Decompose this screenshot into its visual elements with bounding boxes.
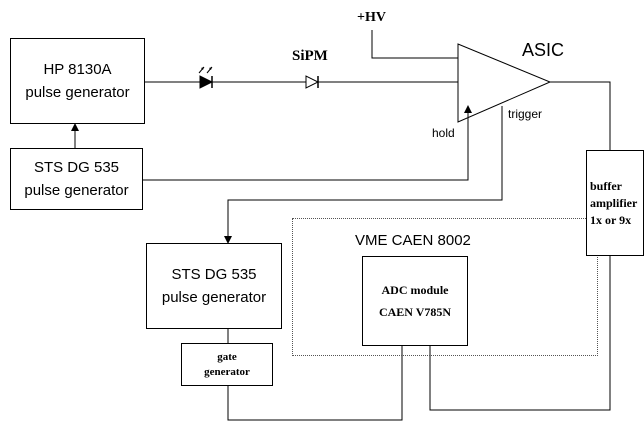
hp-pulse-generator-box: HP 8130A pulse generator bbox=[10, 38, 145, 124]
asic-amplifier-icon bbox=[457, 43, 552, 123]
gate-generator-line-1: gate bbox=[217, 350, 237, 363]
wire-hv-to-asic bbox=[371, 30, 458, 59]
adc-module-line-2: CAEN V785N bbox=[378, 305, 452, 319]
sts-top-line-2: pulse generator bbox=[24, 182, 129, 199]
sts-top-line-1: STS DG 535 bbox=[33, 159, 120, 176]
sts-pulse-generator-bottom-box: STS DG 535 pulse generator bbox=[146, 243, 282, 329]
buffer-amplifier-line-3: 1x or 9x bbox=[590, 212, 632, 227]
buffer-amplifier-line-2: amplifier bbox=[590, 195, 638, 210]
wire-trigger-to-sts-bottom bbox=[224, 106, 503, 244]
buffer-amplifier-box: buffer amplifier 1x or 9x bbox=[586, 150, 644, 256]
wire-sts-top-to-hold bbox=[143, 105, 472, 181]
led-diode-icon bbox=[198, 66, 214, 89]
hold-label: hold bbox=[432, 126, 455, 140]
gate-generator-line-2: generator bbox=[204, 365, 250, 378]
sts-bottom-line-1: STS DG 535 bbox=[171, 266, 257, 283]
wire-asic-out-to-buffer bbox=[550, 81, 611, 150]
vme-crate-frame bbox=[292, 218, 598, 356]
buffer-amplifier-line-1: buffer bbox=[590, 178, 622, 193]
sts-pulse-generator-top-box: STS DG 535 pulse generator bbox=[10, 148, 143, 210]
adc-module-box: ADC module CAEN V785N bbox=[362, 256, 468, 346]
gate-generator-box: gate generator bbox=[181, 343, 273, 386]
hp-generator-line-2: pulse generator bbox=[25, 84, 130, 101]
wire-buffer-to-adc bbox=[429, 256, 611, 411]
adc-module-line-1: ADC module bbox=[381, 283, 449, 297]
sts-bottom-line-2: pulse generator bbox=[161, 289, 267, 306]
hv-label: +HV bbox=[357, 10, 386, 25]
wire-gate-to-adc bbox=[227, 346, 403, 421]
asic-label: ASIC bbox=[522, 40, 565, 60]
hp-generator-line-1: HP 8130A bbox=[43, 61, 112, 78]
sipm-label: SiPM bbox=[292, 48, 328, 64]
trigger-label: trigger bbox=[508, 107, 543, 121]
sipm-diode-icon bbox=[305, 75, 320, 89]
vme-crate-label: VME CAEN 8002 bbox=[355, 232, 471, 249]
